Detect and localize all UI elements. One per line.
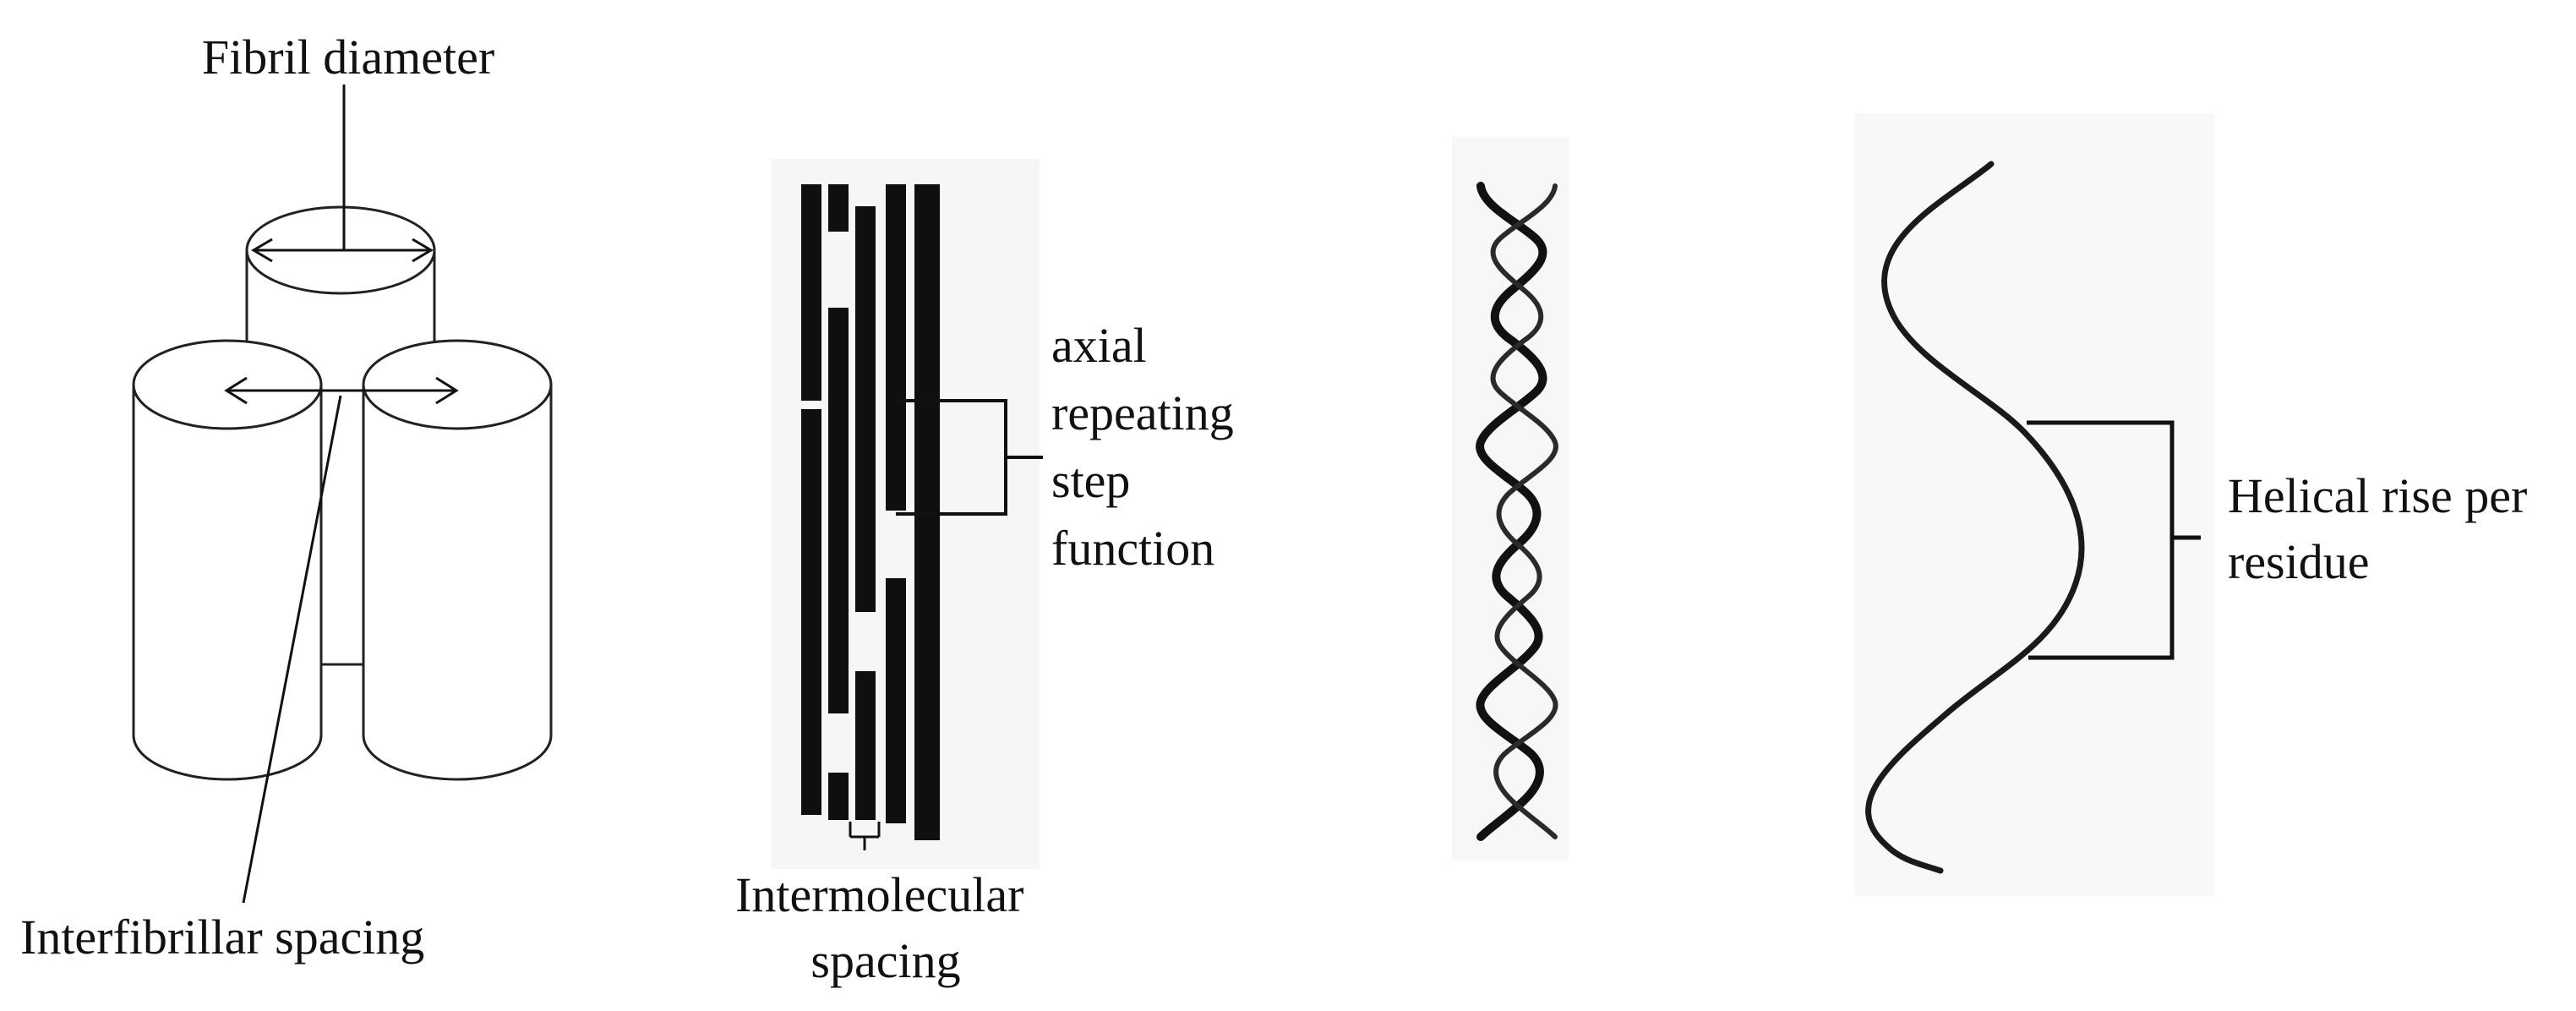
fibril-cylinders-panel <box>132 205 553 781</box>
double-helix <box>1476 182 1558 841</box>
fibril-diameter-marker <box>251 85 434 263</box>
helix-strand-a <box>1476 182 1547 841</box>
helical-backbone-curve <box>1865 161 2085 874</box>
sine-panel-background <box>1854 113 2214 896</box>
helical-rise-bracket <box>2027 420 2201 660</box>
axial-repeating-label: axial repeating step function <box>1051 318 1246 576</box>
interfibrillar-spacing-label: Interfibrillar spacing <box>20 910 424 965</box>
helix-strand-b <box>1490 183 1558 839</box>
intermolecular-spacing-marker <box>849 822 881 850</box>
interfibrillar-spacing-marker <box>224 376 459 904</box>
fibril-diameter-label: Fibril diameter <box>202 30 494 85</box>
axial-repeat-bracket <box>896 399 1043 516</box>
helical-rise-label: Helical rise per residue <box>2228 468 2540 589</box>
right-cylinder <box>362 339 553 781</box>
intermolecular-spacing-label: Intermolecular spacing <box>735 867 1036 988</box>
left-cylinder <box>132 339 323 781</box>
